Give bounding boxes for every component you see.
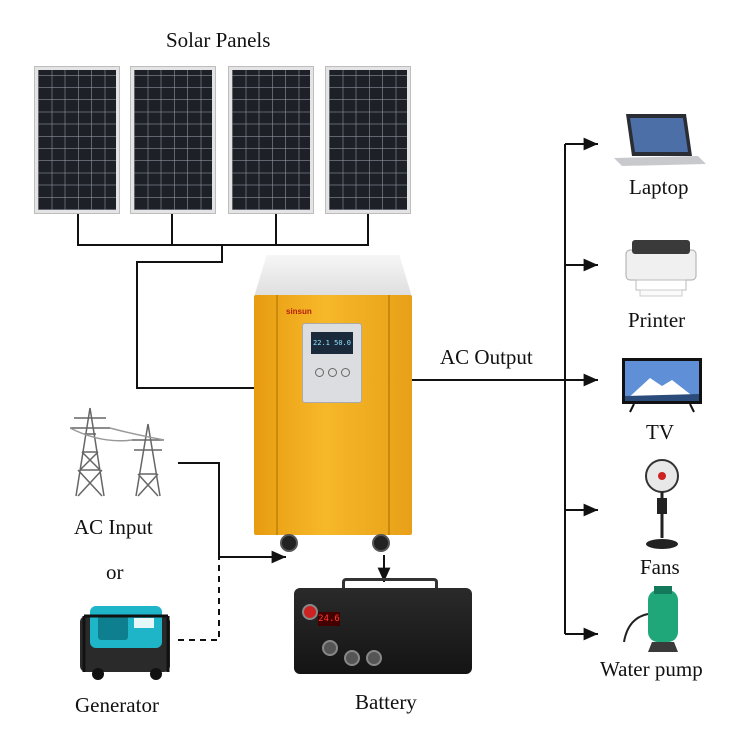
load-label-water-pump: Water pump [600, 657, 703, 681]
inverter-unit: sinsun 22.1 50.0 [254, 255, 412, 552]
load-label-printer: Printer [628, 308, 686, 332]
power-tower-icon [69, 407, 165, 497]
solar-panels-label: Solar Panels [166, 28, 271, 52]
battery-display: 24.6 [318, 612, 340, 626]
battery-terminal-positive [302, 604, 318, 620]
battery-handle [342, 578, 438, 595]
generator-wire [178, 557, 220, 641]
inverter-wheel-left [280, 534, 298, 552]
ac-input-wire [178, 462, 286, 564]
solar-combiner-wire [77, 214, 369, 246]
fan-icon [645, 459, 679, 549]
solar-panel-3 [228, 66, 314, 214]
solar-to-inverter-wire [136, 245, 254, 389]
inverter-control-panel: 22.1 50.0 [302, 323, 362, 403]
load-label-laptop: Laptop [629, 175, 689, 199]
battery-socket-3 [366, 650, 382, 666]
solar-panel-2 [130, 66, 216, 214]
inverter-screen: 22.1 50.0 [311, 332, 353, 354]
tv-icon [622, 358, 702, 413]
inverter-brand-logo: sinsun [286, 307, 312, 316]
laptop-icon [614, 114, 706, 166]
ac-output-label: AC Output [440, 345, 533, 369]
generator-label: Generator [75, 693, 159, 717]
battery-socket-1 [322, 640, 338, 656]
ac-input-label: AC Input [74, 515, 153, 539]
battery-label: Battery [355, 690, 417, 714]
load-label-tv: TV [646, 420, 674, 444]
solar-panel-4 [325, 66, 411, 214]
printer-icon [625, 240, 697, 297]
inverter-wheel-right [372, 534, 390, 552]
water-pump-icon [623, 586, 678, 652]
or-label: or [106, 560, 124, 584]
load-label-fans: Fans [640, 555, 680, 579]
battery-socket-2 [344, 650, 360, 666]
battery-unit [294, 588, 472, 674]
generator-icon [80, 606, 170, 680]
solar-panel-1 [34, 66, 120, 214]
